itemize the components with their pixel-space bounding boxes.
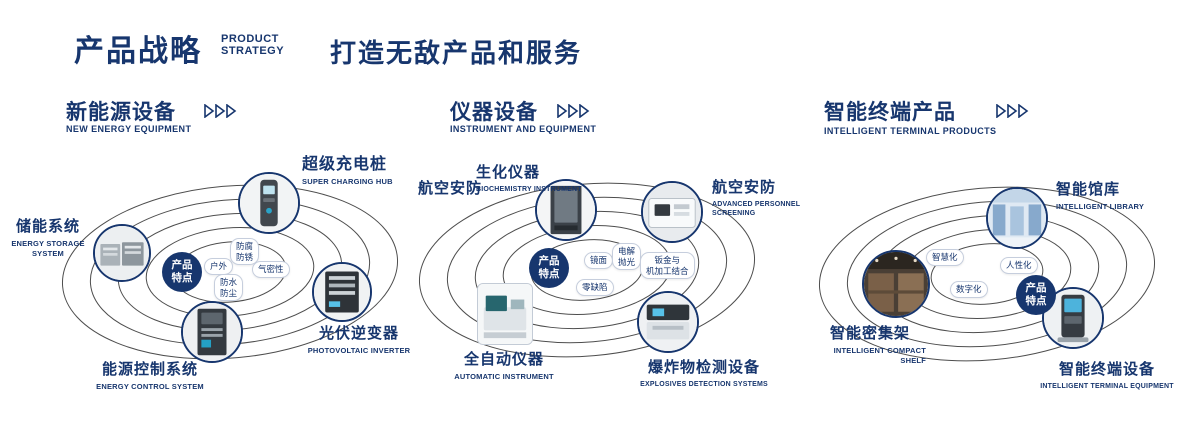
product-name-zh: 智能馆库 [1056,181,1121,198]
product-name-en: ADVANCED PERSONNEL SCREENING [712,201,801,218]
product-name-zh: 超级充电桩 [302,156,388,173]
compact-shelf-photo [862,250,930,318]
product-label-compact-shelf: 智能密集架 INTELLIGENT COMPACT SHELF [830,322,926,366]
product-label-automatic-instrument: 全自动仪器 AUTOMATIC INSTRUMENT [444,348,564,382]
feature-pill: 零缺陷 [576,279,614,296]
pv-inverter-photo [312,262,372,322]
product-name-en: BIOCHEMISTRY INSTRUMENT [476,186,582,193]
product-label-super-charger: 超级充电桩 SUPER CHARGING HUB [302,150,422,187]
product-label-pv-inverter: 光伏逆变器 PHOTOVOLTAIC INVERTER [303,322,415,356]
page-subtitle: 打造无敌产品和服务 [330,38,583,68]
section-subtitle-new-energy: NEW ENERGY EQUIPMENT [66,124,192,134]
product-name-zh: 智能终端设备 [1058,361,1155,378]
product-name-zh: 储能系统 [15,218,80,235]
feature-pill: 钣金与 机加工结合 [640,252,695,280]
product-features-badge: 产品 特点 [162,252,202,292]
feature-pill: 镜面 [584,252,614,269]
personnel-screening-photo [641,181,703,243]
section-title-instruments: 仪器设备 [450,101,538,124]
product-name-en: SUPER CHARGING HUB [302,177,393,186]
product-name-zh: 航空安防 [712,179,777,196]
triple-arrow-icon [557,104,590,118]
product-label-biochemistry: 生化仪器 BIOCHEMISTRY INSTRUMENT [476,161,606,194]
feature-pill: 防腐 防锈 [230,238,260,266]
feature-pill: 数字化 [950,281,988,298]
product-name-zh: 全自动仪器 [463,351,544,368]
section-title-new-energy: 新能源设备 [66,101,176,124]
product-name-en: ENERGY CONTROL SYSTEM [96,382,204,391]
explosives-detection-photo [637,291,699,353]
product-label-energy-storage: 储能系统 ENERGY STORAGE SYSTEM [4,215,92,259]
super-charger-photo [238,172,300,234]
product-label-explosives-detection: 爆炸物检测设备 EXPLOSIVES DETECTION SYSTEMS [634,356,774,389]
feature-pill: 电解 抛光 [612,243,642,271]
product-name-zh: 智能密集架 [830,325,911,342]
automatic-instrument-photo [477,283,533,345]
product-name-en: ENERGY STORAGE SYSTEM [11,239,85,258]
product-name-zh: 生化仪器 [476,164,541,181]
feature-pill: 人性化 [1000,257,1038,274]
section-subtitle-instruments: INSTRUMENT AND EQUIPMENT [450,124,597,134]
triple-arrow-icon [996,104,1029,118]
energy-control-photo [181,301,243,363]
product-name-zh: 爆炸物检测设备 [647,359,760,376]
page-title: 产品战略 [74,35,202,68]
intelligent-terminal-photo [1042,287,1104,349]
product-name-en: PHOTOVOLTAIC INVERTER [307,346,411,355]
triple-arrow-icon [204,104,237,118]
product-name-zh: 能源控制系统 [101,361,198,378]
feature-pill: 气密性 [252,261,290,278]
product-name-en: EXPLOSIVES DETECTION SYSTEMS [640,381,768,388]
energy-storage-photo [93,224,151,282]
feature-pill: 智慧化 [926,249,964,266]
product-name-en: AUTOMATIC INSTRUMENT [454,372,554,381]
intelligent-library-photo [986,187,1048,249]
product-name-en: INTELLIGENT LIBRARY [1056,202,1145,211]
product-name-en: INTELLIGENT TERMINAL EQUIPMENT [1040,383,1174,390]
product-name-zh: 光伏逆变器 [318,325,399,342]
product-features-badge: 产品 特点 [1016,275,1056,315]
page-title-en: PRODUCT STRATEGY [221,33,285,58]
product-label-energy-control: 能源控制系统 ENERGY CONTROL SYSTEM [88,358,212,392]
product-features-badge: 产品 特点 [529,248,569,288]
product-label-intelligent-library: 智能馆库 INTELLIGENT LIBRARY [1056,178,1166,212]
feature-pill: 户外 [204,258,234,275]
section-title-intelligent-terminals: 智能终端产品 [824,101,956,124]
biochemistry-instrument-photo [535,179,597,241]
section-subtitle-intelligent-terminals: INTELLIGENT TERMINAL PRODUCTS [824,126,997,136]
product-label-personnel-screening: 航空安防 ADVANCED PERSONNEL SCREENING [712,176,822,218]
product-label-intelligent-terminal: 智能终端设备 INTELLIGENT TERMINAL EQUIPMENT [1032,358,1182,391]
feature-pill: 防水 防尘 [214,274,244,302]
label-aviation-security: 航空安防 [418,180,483,197]
product-name-en: INTELLIGENT COMPACT SHELF [833,346,926,365]
